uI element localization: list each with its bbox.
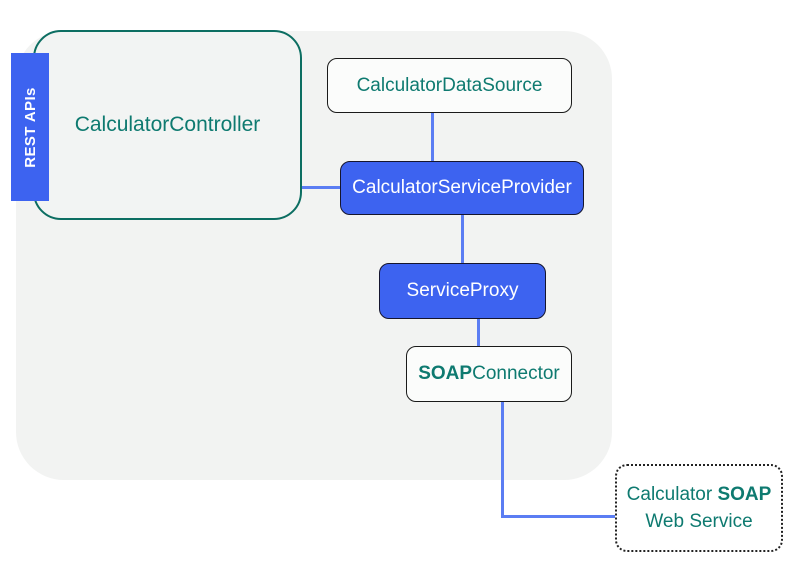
edge-soapconnector-webservice-vertical: [501, 401, 504, 518]
node-label: CalculatorServiceProvider: [352, 177, 572, 198]
node-calculator-data-source: CalculatorDataSource: [327, 58, 572, 113]
edge-serviceprovider-serviceproxy: [461, 214, 464, 264]
node-soap-connector: SOAPConnector: [406, 346, 572, 402]
node-label: CalculatorDataSource: [356, 74, 543, 96]
edge-serviceproxy-soapconnector: [477, 318, 480, 347]
node-calculator-service-provider: CalculatorServiceProvider: [340, 161, 584, 215]
node-label-bold: SOAP: [717, 484, 772, 505]
node-calculator-soap-web-service: Calculator SOAP Web Service: [615, 464, 783, 552]
rest-apis-label: REST APIs: [21, 86, 39, 168]
node-label: SOAPConnector: [418, 363, 560, 385]
rest-apis-tag: REST APIs: [11, 53, 49, 201]
node-label-regular: Calculator: [626, 484, 718, 505]
node-service-proxy: ServiceProxy: [379, 263, 546, 319]
edge-controller-serviceprovider: [301, 186, 341, 189]
node-label: ServiceProxy: [406, 280, 519, 301]
node-label-line2: Web Service: [645, 511, 753, 532]
node-label-line1: Calculator SOAP: [627, 481, 772, 508]
node-calculator-controller: CalculatorController: [33, 30, 302, 220]
node-label-rest: Connector: [472, 363, 560, 384]
node-label-bold: SOAP: [418, 363, 473, 384]
edge-soapconnector-webservice-horizontal: [501, 515, 616, 518]
edge-datasource-serviceprovider: [431, 113, 434, 162]
node-label: CalculatorController: [74, 113, 261, 136]
